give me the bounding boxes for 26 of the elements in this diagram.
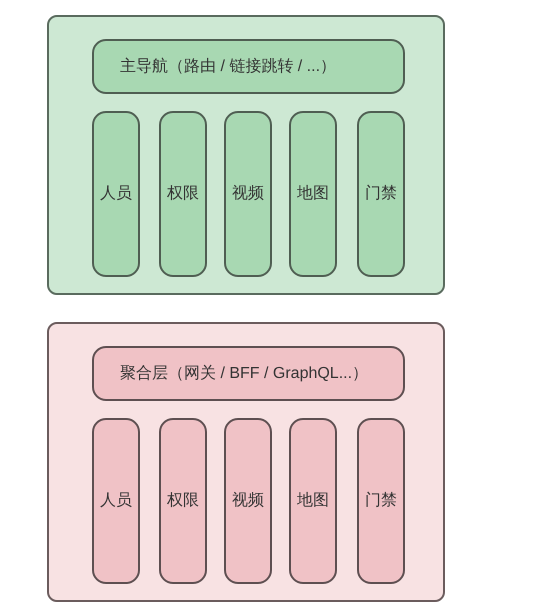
layer-bar xyxy=(92,346,405,401)
module-column xyxy=(224,111,272,277)
node-label: 权限 xyxy=(167,491,199,511)
module-column xyxy=(92,418,140,584)
module-column xyxy=(159,418,207,584)
node-label: 门禁 xyxy=(365,490,397,511)
module-column xyxy=(289,418,337,584)
node-label: 地图 xyxy=(297,490,329,511)
module-column xyxy=(224,418,272,584)
layer-panel xyxy=(47,322,445,602)
node-label: 聚合层（网关 / BFF / GraphQL...） xyxy=(119,364,368,384)
node-label: 视频 xyxy=(232,184,264,204)
module-column xyxy=(357,418,405,584)
layer-panel xyxy=(47,15,445,295)
node-label: 视频 xyxy=(232,490,264,511)
node-label: 人员 xyxy=(100,184,132,204)
node-label: 人员 xyxy=(100,491,132,511)
node-label: 主导航（路由 / 链接跳转 / ...） xyxy=(119,56,336,76)
layer-bar xyxy=(92,39,405,94)
node-label: 权限 xyxy=(167,184,199,204)
module-column xyxy=(357,111,405,277)
node-label: 门禁 xyxy=(365,184,397,204)
module-column xyxy=(289,111,337,277)
module-column xyxy=(159,111,207,277)
module-column xyxy=(92,111,140,277)
node-label: 地图 xyxy=(297,184,329,204)
